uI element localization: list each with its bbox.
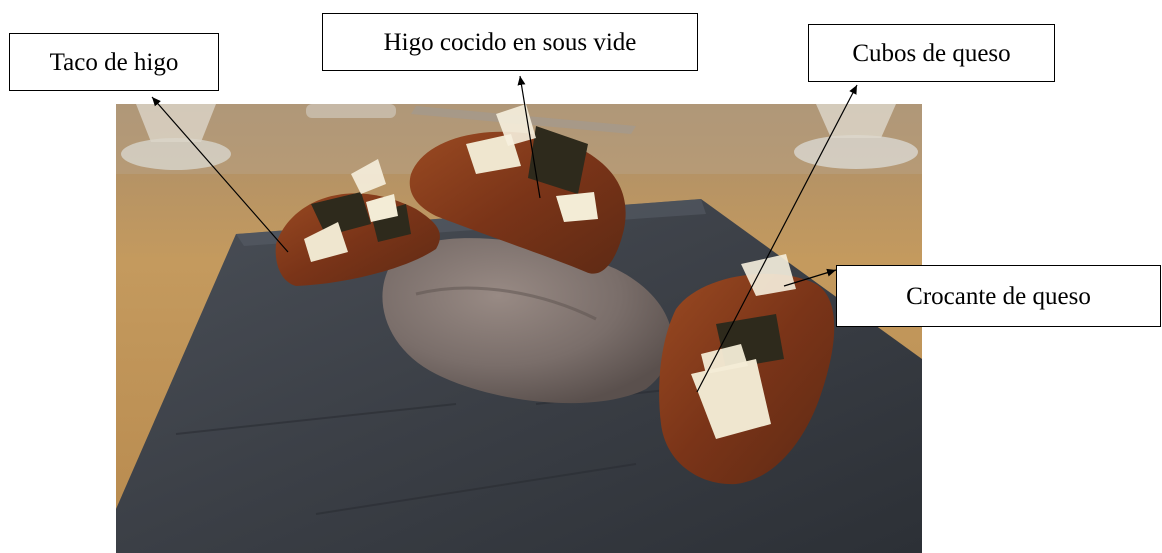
taco-left — [275, 159, 440, 286]
dish-photo — [116, 104, 922, 553]
label-higo-sous-vide: Higo cocido en sous vide — [322, 13, 698, 71]
label-cubos-de-queso: Cubos de queso — [808, 24, 1055, 82]
label-crocante-de-queso: Crocante de queso — [836, 265, 1161, 327]
label-taco-de-higo: Taco de higo — [9, 33, 219, 91]
stone — [382, 238, 673, 404]
